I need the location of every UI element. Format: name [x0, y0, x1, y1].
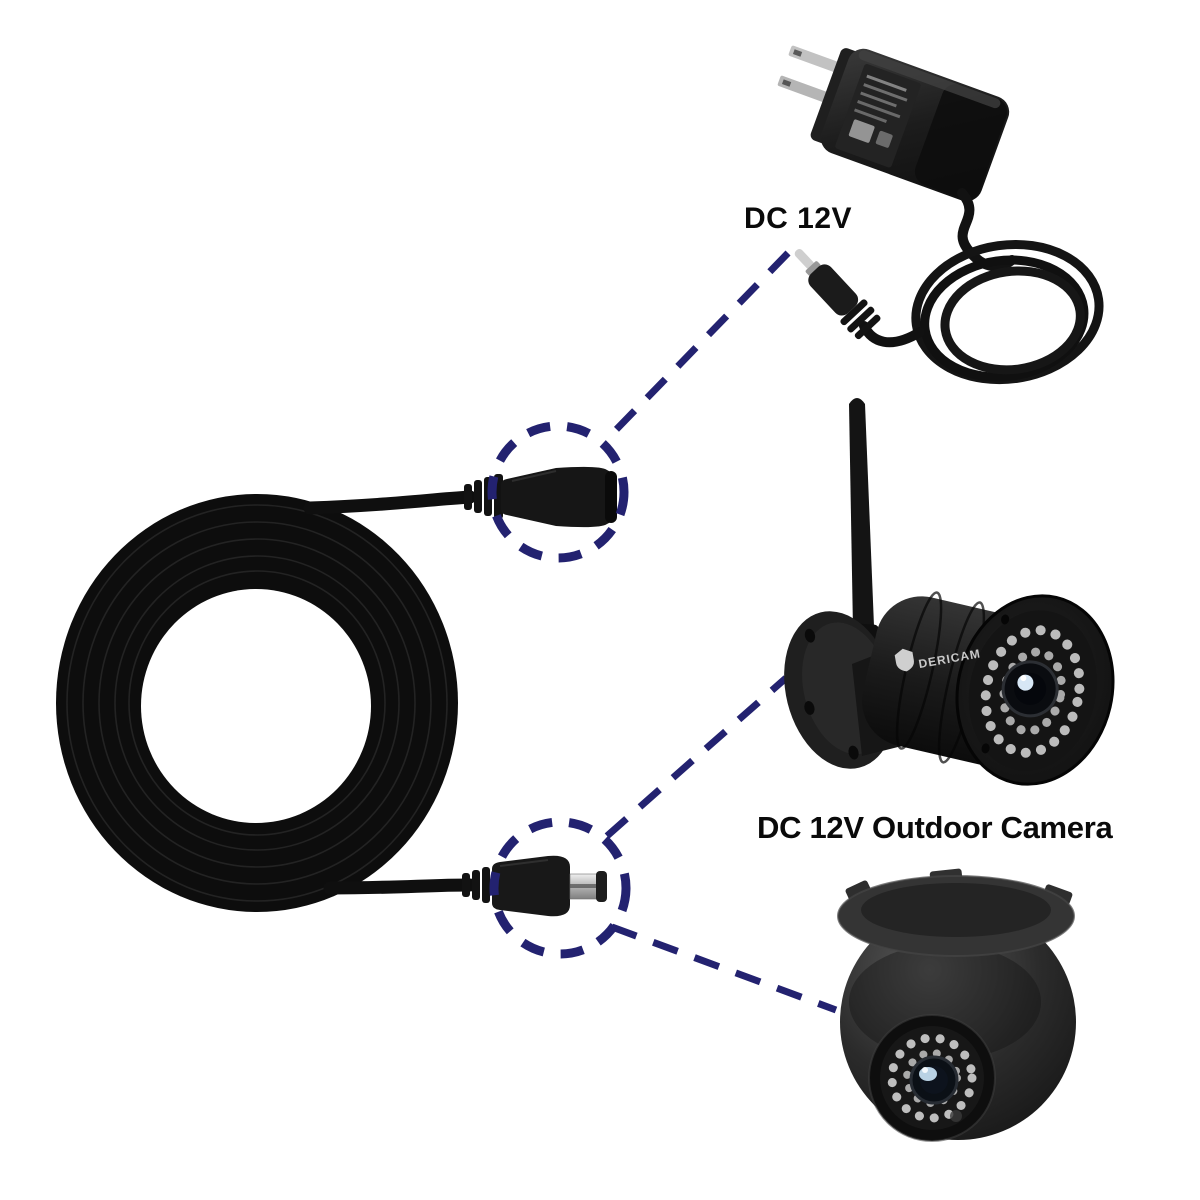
mount-screw-hole: [804, 701, 815, 715]
strain-relief-rib: [464, 484, 472, 510]
sticker-text-line: [854, 108, 887, 123]
callout-line-bullet-camera: [604, 675, 789, 839]
ir-led-ring-outer: [887, 1033, 977, 1123]
camera-front-group: [955, 594, 1115, 786]
strain-relief-rib: [482, 867, 490, 903]
strain-relief-rib: [472, 870, 480, 900]
sticker-text-line: [863, 83, 908, 102]
adapter-cord-strain: [957, 188, 1017, 272]
coil-ring-texture: [128, 570, 386, 836]
coil-hole: [141, 589, 371, 823]
adapter-top-highlight: [858, 50, 1001, 109]
dome-base-opening: [861, 883, 1051, 937]
callout-line-adapter: [607, 250, 791, 439]
male-connector-tip-ring: [596, 871, 607, 902]
dc-plug-body: [808, 264, 859, 316]
dc-male-connector: [462, 855, 607, 917]
mount-tab: [845, 880, 871, 901]
adapter-body-shade: [914, 84, 1008, 200]
strain-relief-rib: [462, 873, 470, 897]
ir-led-ring-outer: [980, 625, 1085, 758]
annotations: [487, 250, 838, 1014]
callout-line-dome-camera: [610, 923, 838, 1014]
mount-screw-hole: [804, 628, 816, 643]
female-connector-body: [501, 466, 616, 528]
coil-ring-texture: [82, 521, 432, 885]
sticker-cert-mark: [875, 130, 893, 148]
female-connector-highlight: [511, 470, 557, 482]
callout-circle-male: [489, 817, 631, 959]
adapter-dc-plug: [794, 249, 881, 340]
light-sensor: [950, 1110, 962, 1122]
cord-to-plug: [859, 321, 925, 348]
coil-ring-texture: [66, 504, 448, 902]
male-connector-highlight: [499, 859, 549, 867]
dc-plug-rib: [847, 306, 875, 333]
sticker-text-line: [860, 91, 897, 108]
dc-plug-rib: [854, 314, 881, 340]
cable-to-female-connector: [303, 490, 477, 515]
dome-camera: [837, 868, 1076, 1142]
coil-ring-texture: [98, 538, 416, 868]
dc-plug-collar: [805, 261, 821, 276]
camera-caption: DC 12V Outdoor Camera: [757, 810, 1113, 845]
lens-glint: [919, 1067, 937, 1081]
bullet-camera: DERICAM: [784, 398, 1115, 786]
wifi-antenna: [849, 398, 874, 630]
dc-plug-rib: [840, 299, 868, 326]
brand-shield-icon: [894, 648, 914, 672]
sticker-text-line: [857, 100, 901, 119]
ir-led-ring-inner: [999, 647, 1066, 736]
power-adapter: [777, 45, 1104, 385]
cord-loop: [940, 266, 1085, 375]
male-connector-barrel-slot: [570, 884, 598, 888]
adapter-spec-sticker: [835, 64, 921, 168]
male-connector-body: [492, 855, 570, 917]
sticker-cert-mark: [848, 119, 875, 143]
power-adapter-body-group: [777, 45, 1010, 202]
female-connector-face: [605, 471, 617, 523]
bezel-screw: [981, 743, 990, 754]
adapter-cord-coil: [911, 239, 1104, 385]
cable-to-male-connector: [323, 878, 477, 895]
sticker-text-line: [866, 74, 907, 92]
callout-circle-female: [487, 421, 629, 563]
dc-plug-tip-pin: [794, 249, 815, 270]
dome-base-ring-rim: [837, 875, 1075, 957]
adapter-voltage-label: DC 12V: [744, 202, 853, 235]
coil-ring-texture: [114, 555, 400, 851]
bezel-screw: [1001, 614, 1010, 625]
strain-relief-rib: [474, 480, 482, 513]
extension-cable-coil: [56, 490, 477, 912]
lens-glint-dot: [1020, 675, 1027, 682]
eyeball-rim: [868, 1014, 996, 1142]
plug-prong-bottom-hole: [781, 79, 792, 87]
mount-screw-hole: [848, 745, 859, 760]
lens-glint-dot: [922, 1067, 928, 1073]
dc-female-connector: [464, 466, 617, 528]
plug-prong-top-hole: [792, 49, 803, 57]
